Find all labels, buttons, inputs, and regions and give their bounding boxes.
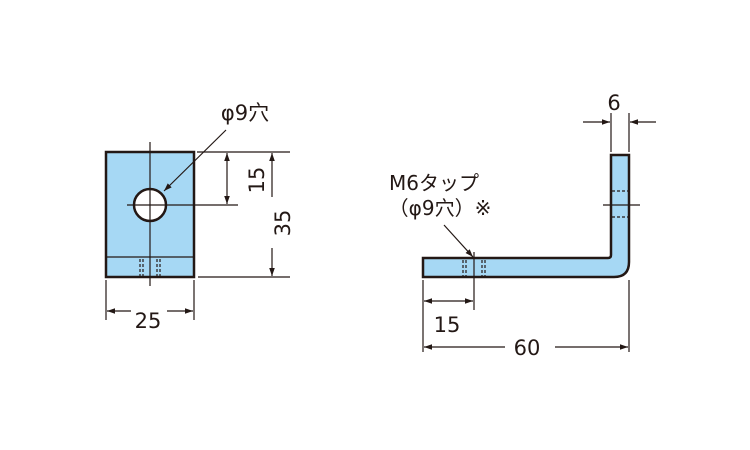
side-view: 6 15 60 M6タップ （φ9穴）※ — [389, 91, 656, 360]
tap-leader — [443, 224, 474, 258]
tap-label-line1: M6タップ — [389, 171, 479, 195]
front-view: 15 35 25 φ9穴 — [104, 101, 295, 333]
dim-15-side-label: 15 — [434, 313, 461, 337]
bracket-side-profile — [421, 153, 631, 279]
hole-label: φ9穴 — [221, 101, 269, 125]
dim-35-label: 35 — [271, 210, 295, 237]
tap-label-line2: （φ9穴）※ — [389, 196, 492, 220]
dim-60-label: 60 — [514, 336, 541, 360]
hole-leader — [163, 129, 227, 192]
dim-15-label: 15 — [245, 167, 269, 194]
dim-25-label: 25 — [135, 309, 162, 333]
dim-6-label: 6 — [607, 91, 620, 115]
